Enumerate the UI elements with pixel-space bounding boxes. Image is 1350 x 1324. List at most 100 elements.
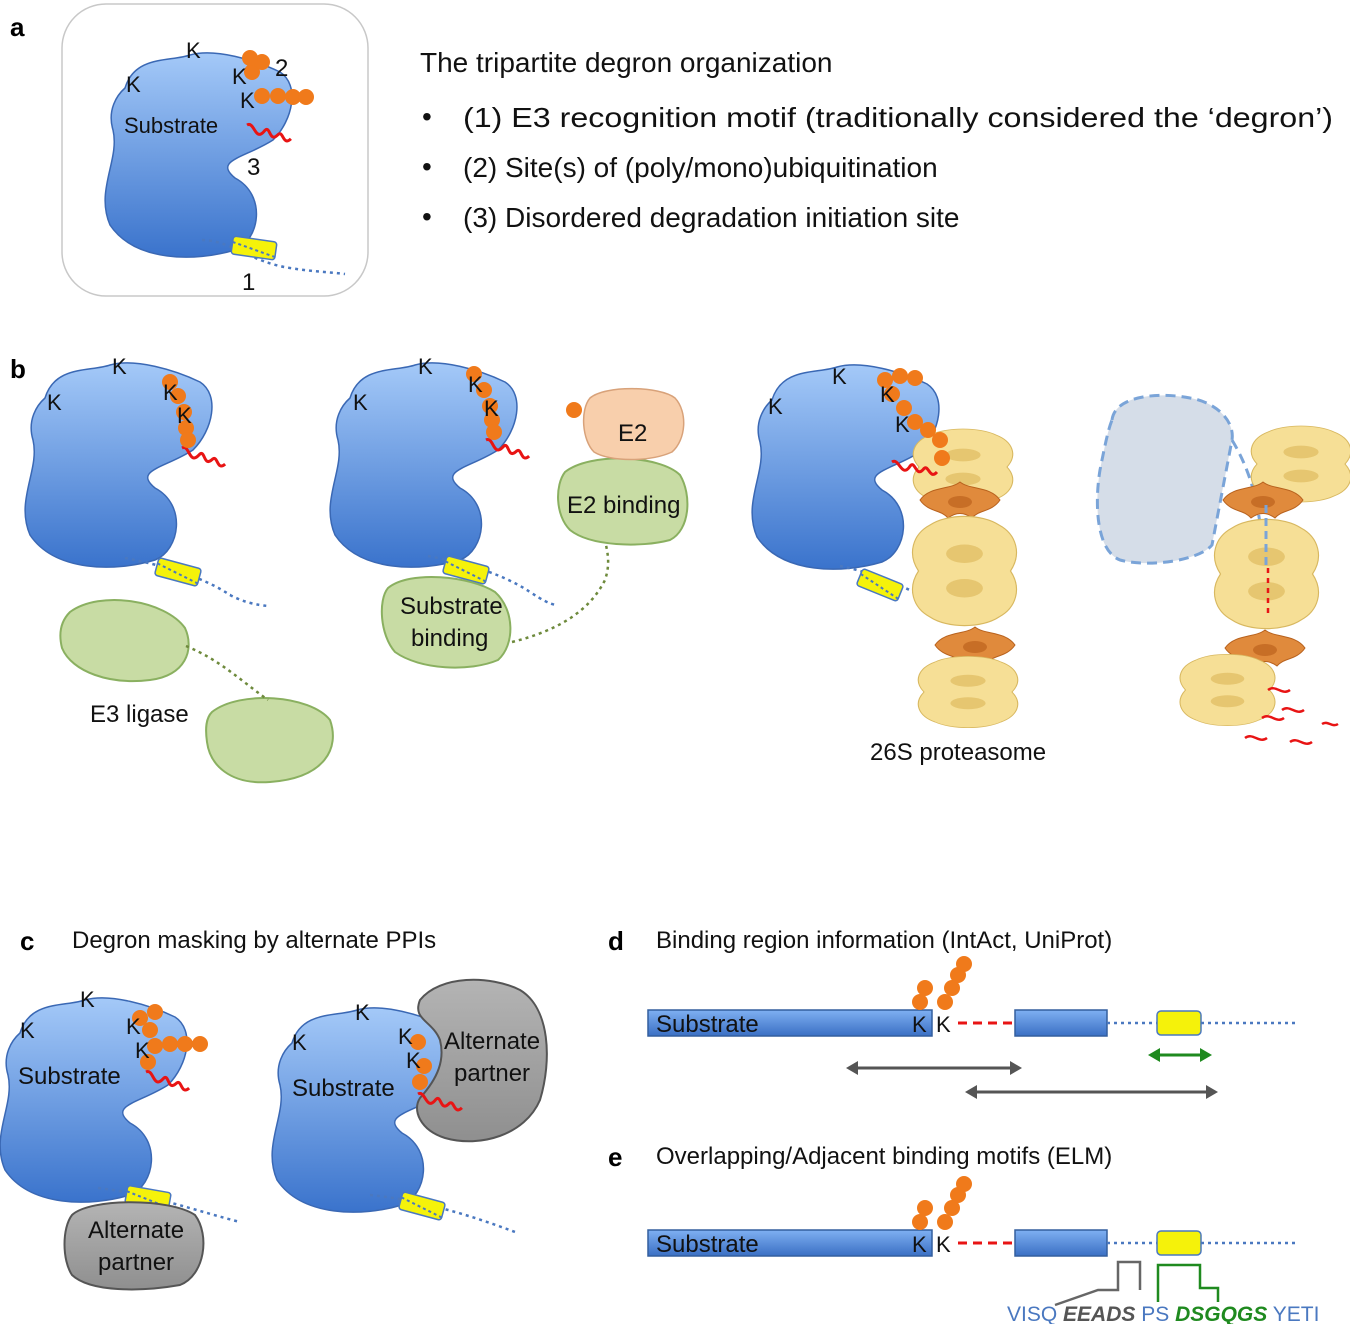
- panel-b2-lysine-left: K: [353, 390, 368, 415]
- panel-a-lysine-ub1: K: [232, 64, 247, 89]
- panel-b2-substrate-binding-line1: Substrate: [400, 593, 503, 620]
- panel-c2-lysine-ub2: K: [406, 1048, 421, 1073]
- panel-d-substrate-domain: [647, 1009, 933, 1037]
- panel-c1-substrate-label: Substrate: [18, 1063, 121, 1090]
- panel-d-motif-arrow: [1148, 1048, 1212, 1062]
- panel-c1-lysine-top: K: [80, 987, 95, 1012]
- panel-letter-d: d: [608, 926, 624, 956]
- panel-a-bullet-1: (1) E3 recognition motif (traditionally …: [463, 102, 1333, 133]
- panel-b1-disordered-tail: [178, 445, 228, 470]
- panel-b2-e2-label: E2: [618, 420, 647, 447]
- panel-c1-partner-line1: Alternate: [88, 1217, 184, 1244]
- panel-e-degron-motif: [1156, 1230, 1202, 1256]
- panel-a-disordered-linker: [201, 238, 346, 276]
- panel-e-lysine-1: K: [912, 1232, 927, 1257]
- panel-b1-lysine-ub1: K: [163, 380, 178, 405]
- panel-letter-a: a: [10, 12, 25, 42]
- panel-c2-partner-line2: partner: [454, 1060, 530, 1087]
- panel-letter-c: c: [20, 926, 34, 956]
- panel-c1-alternate-partner: [63, 1201, 205, 1291]
- panel-b1-lysine-left: K: [47, 390, 62, 415]
- panel-d-degron-motif: [1156, 1010, 1202, 1036]
- panel-b1-linker: [124, 556, 269, 608]
- panel-b2-e2-binding-label: E2 binding: [567, 492, 680, 519]
- panel-b2-lysine-top: K: [418, 354, 433, 379]
- panel-b2-substrate-binding-domain: [380, 576, 512, 669]
- panel-a-site-3: 3: [247, 154, 260, 181]
- panel-e-substrate-domain: [647, 1229, 933, 1257]
- panel-d-lysine-2: K: [936, 1012, 951, 1037]
- panel-e-seq-part2: EEADS: [1063, 1303, 1135, 1324]
- panel-b2-e2-ubiquitin: [566, 402, 582, 418]
- panel-a-site-2: 2: [275, 55, 288, 82]
- panel-b4-unfolded-substrate-ghost: [1095, 393, 1234, 565]
- panel-d-binding-region-arrow-1: [846, 1061, 1022, 1075]
- panel-d-heading: Binding region information (IntAct, UniP…: [656, 927, 1112, 954]
- panel-b1-e3-label: E3 ligase: [90, 701, 189, 728]
- panel-b2-lysine-ub2: K: [484, 396, 499, 421]
- panel-e-lysine-2: K: [936, 1232, 951, 1257]
- panel-d-binding-region-arrow-2: [965, 1085, 1218, 1099]
- panel-a-site-1: 1: [242, 269, 255, 296]
- panel-e-ubiquitin: [912, 1176, 972, 1230]
- panel-c2-linker: [369, 1193, 516, 1234]
- panel-a-lysine-left: K: [126, 72, 141, 97]
- panel-a-bullet-glyph-2: •: [422, 151, 432, 182]
- panel-b3-proteasome: [911, 428, 1019, 729]
- panel-a-bullet-glyph-3: •: [422, 201, 432, 232]
- panel-c2-partner-line1: Alternate: [444, 1028, 540, 1055]
- panel-b4-peptide-fragments: [1244, 687, 1339, 745]
- panel-b1-e3-linker: [185, 644, 269, 702]
- panel-b1-e3-subunit-1: [59, 599, 190, 682]
- panel-e-second-domain: [1014, 1229, 1108, 1257]
- panel-c2-substrate-label: Substrate: [292, 1075, 395, 1102]
- panel-a-bullet-glyph-1: •: [422, 101, 432, 132]
- panel-b3-recognition-motif: [855, 567, 905, 603]
- panel-d-ubiquitin: [912, 956, 972, 1010]
- panel-c2-lysine-ub1: K: [398, 1024, 413, 1049]
- panel-c2-lysine-top: K: [355, 1000, 370, 1025]
- panel-b2-e3-linker: [511, 544, 610, 644]
- panel-b3-lysine-ub1: K: [880, 382, 895, 407]
- panel-letter-b: b: [10, 354, 26, 384]
- panel-e-motif-bracket-gray: [1054, 1260, 1142, 1307]
- panel-letter-e: e: [608, 1142, 622, 1172]
- panel-b1-e3-subunit-2: [205, 697, 334, 784]
- panel-e-seq-part5: YETI: [1273, 1303, 1320, 1324]
- panel-e-seq-part4: DSGQGS: [1175, 1303, 1267, 1324]
- panel-b2-e2-enzyme: [582, 387, 685, 461]
- panel-c2-recognition-motif: [397, 1190, 447, 1222]
- panel-e-substrate-label: Substrate: [656, 1231, 759, 1258]
- panel-e-motif-bracket-green: [1156, 1263, 1220, 1302]
- panel-b2-substrate-binding-line2: binding: [411, 625, 488, 652]
- panel-d-lysine-1: K: [912, 1012, 927, 1037]
- panel-b3-lysine-left: K: [768, 394, 783, 419]
- panel-b1-lysine-top: K: [112, 354, 127, 379]
- panel-b3-lysine-top: K: [832, 364, 847, 389]
- panel-c-heading: Degron masking by alternate PPIs: [72, 927, 436, 954]
- panel-c1-linker: [97, 1186, 241, 1224]
- panel-d-substrate-label: Substrate: [656, 1011, 759, 1038]
- panel-c1-lysine-ub2: K: [135, 1038, 150, 1063]
- panel-b3-lysine-ub2: K: [895, 412, 910, 437]
- panel-b1-lysine-ub2: K: [177, 403, 192, 428]
- panel-d-second-domain: [1014, 1009, 1108, 1037]
- panel-a-lysine-top: K: [186, 38, 201, 63]
- panel-a-substrate-label: Substrate: [124, 113, 218, 138]
- panel-e-sequence: VISQ EEADS PS DSGQGS YETI: [1007, 1303, 1319, 1324]
- panel-a-lysine-ub2: K: [240, 88, 255, 113]
- panel-e-heading: Overlapping/Adjacent binding motifs (ELM…: [656, 1143, 1112, 1170]
- panel-e-seq-part1: VISQ: [1007, 1303, 1057, 1324]
- panel-c1-partner-line2: partner: [98, 1249, 174, 1276]
- panel-c2-lysine-left: K: [292, 1030, 307, 1055]
- panel-e-seq-part3: PS: [1141, 1303, 1169, 1324]
- panel-b3-proteasome-label: 26S proteasome: [870, 739, 1046, 766]
- panel-b1-recognition-motif: [153, 556, 203, 588]
- panel-a-heading: The tripartite degron organization: [420, 47, 832, 78]
- panel-b2-lysine-ub1: K: [468, 372, 483, 397]
- panel-a-bullet-3: (3) Disordered degradation initiation si…: [463, 202, 960, 233]
- panel-c1-lysine-left: K: [20, 1018, 35, 1043]
- panel-c2-alternate-partner: [416, 978, 548, 1143]
